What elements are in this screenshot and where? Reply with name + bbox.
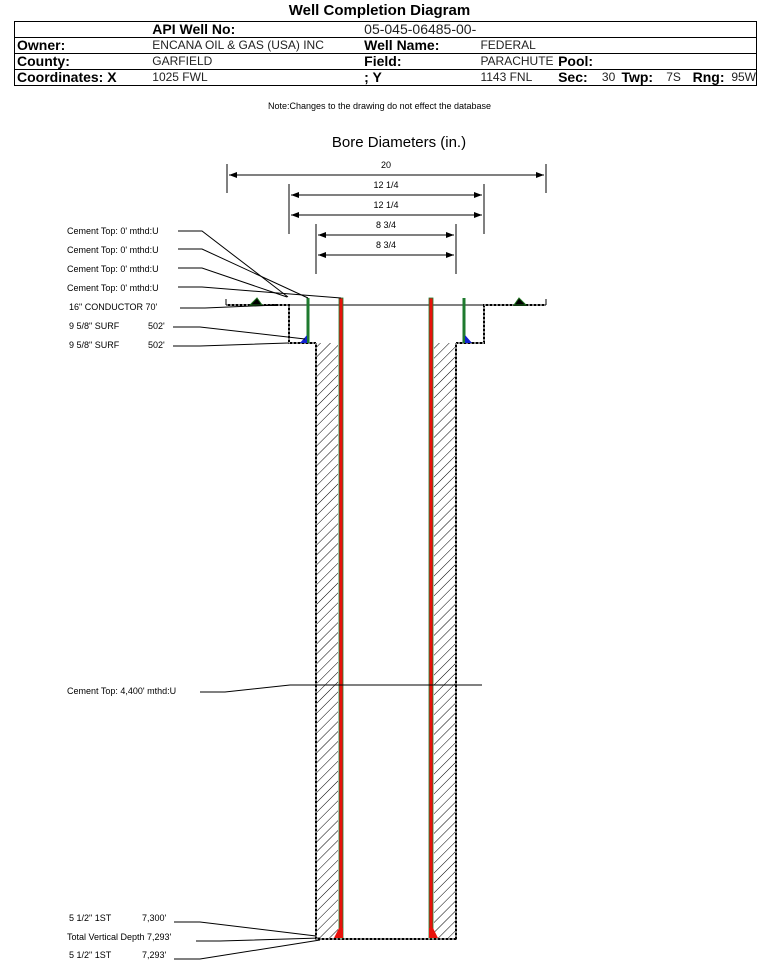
- dimension-8-3-4-a: 8 3/4: [315, 220, 457, 274]
- callout-cement-top-4400: Cement Top: 4,400' mthd:U: [67, 686, 176, 696]
- conductor-shoe-right: [513, 297, 528, 306]
- owner-value: ENCANA OIL & GAS (USA) INC: [152, 38, 324, 52]
- surface-shoe-right: [465, 335, 472, 343]
- owner-label: Owner:: [17, 37, 66, 53]
- callout-production-2-name: 5 1/2" 1ST: [69, 950, 112, 960]
- callout-cement-top-2: Cement Top: 0' mthd:U: [67, 245, 159, 255]
- coord-x-label: Coordinates: X: [17, 69, 117, 85]
- dimension-label: 8 3/4: [376, 220, 396, 230]
- sec-value: 30: [601, 70, 616, 84]
- callout-conductor: 16" CONDUCTOR 70': [69, 302, 158, 312]
- well-name-label: Well Name:: [364, 37, 440, 53]
- cement-annulus-left: [316, 343, 338, 938]
- callout-surface-1-depth: 502': [148, 321, 165, 331]
- coord-y-value: 1143 FNL: [480, 70, 533, 84]
- callout-production-2-depth: 7,293': [142, 950, 167, 960]
- dimension-20: 20: [226, 160, 547, 193]
- callout-cement-top-1: Cement Top: 0' mthd:U: [67, 226, 159, 236]
- coord-x-value: 1025 FWL: [152, 70, 208, 84]
- bore-diameters-title: Bore Diameters (in.): [331, 134, 467, 151]
- coordinates-row: Coordinates: X 1025 FWL ; Y 1143 FNL Sec…: [14, 69, 757, 86]
- dimension-label: 12 1/4: [373, 180, 398, 190]
- dimension-8-3-4-b: 8 3/4: [318, 240, 454, 258]
- county-row: County: GARFIELD Field: PARACHUTE Pool:: [14, 53, 757, 70]
- dimension-label: 12 1/4: [373, 200, 398, 210]
- callout-cement-top-4: Cement Top: 0' mthd:U: [67, 283, 159, 293]
- owner-row: Owner: ENCANA OIL & GAS (USA) INC Well N…: [14, 37, 757, 54]
- well-name-value: FEDERAL: [480, 38, 536, 52]
- twp-value: 7S: [666, 70, 681, 84]
- production-shoe-left: [334, 928, 343, 938]
- callout-cement-top-3: Cement Top: 0' mthd:U: [67, 264, 159, 274]
- production-shoe-right: [429, 928, 438, 938]
- county-value: GARFIELD: [152, 54, 213, 68]
- rng-value: 95W: [731, 70, 756, 84]
- callout-leaders: [173, 230, 342, 960]
- callout-total-vertical-depth: Total Vertical Depth 7,293': [67, 932, 172, 942]
- callout-surface-2-depth: 502': [148, 340, 165, 350]
- cement-annulus-right: [434, 343, 456, 938]
- api-label: API Well No:: [152, 21, 236, 37]
- well-header-table: API Well No: 05-045-06485-00- Owner: ENC…: [14, 21, 757, 86]
- production-casing-left: [338, 297, 344, 939]
- field-value: PARACHUTE: [480, 54, 554, 68]
- callout-production-1-name: 5 1/2" 1ST: [69, 913, 112, 923]
- dimension-12-1-4-a: 12 1/4: [288, 180, 485, 234]
- conductor-shoe-left: [248, 297, 263, 306]
- county-label: County:: [17, 53, 70, 69]
- rng-label: Rng:: [692, 69, 725, 85]
- twp-label: Twp:: [621, 69, 654, 85]
- diagram-title: Well Completion Diagram: [288, 2, 471, 19]
- sec-label: Sec:: [558, 69, 588, 85]
- production-hole-outline: [315, 343, 457, 940]
- api-value: 05-045-06485-00-: [364, 21, 477, 37]
- api-row: API Well No: 05-045-06485-00-: [14, 21, 757, 38]
- disclaimer-note: Note:Changes to the drawing do not effec…: [268, 101, 491, 111]
- callout-production-1-depth: 7,300': [142, 913, 167, 923]
- dimension-label: 20: [381, 160, 391, 170]
- callout-surface-1-name: 9 5/8" SURF: [69, 321, 120, 331]
- coord-y-label: ; Y: [364, 69, 382, 85]
- pool-label: Pool:: [558, 53, 594, 69]
- field-label: Field:: [364, 53, 402, 69]
- production-casing-right: [428, 297, 434, 939]
- callout-surface-2-name: 9 5/8" SURF: [69, 340, 120, 350]
- dimension-label: 8 3/4: [376, 240, 396, 250]
- dimension-12-1-4-b: 12 1/4: [291, 200, 482, 218]
